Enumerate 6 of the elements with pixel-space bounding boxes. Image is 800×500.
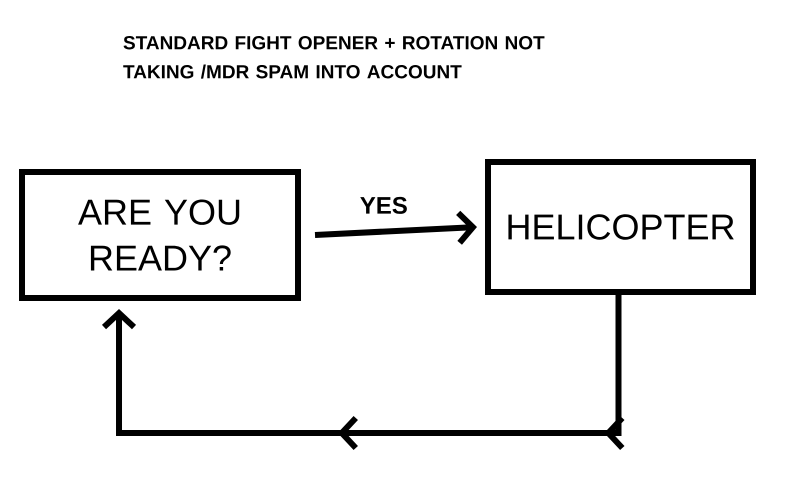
title: STANDARD FIGHT OPENER + ROTATION NOT TAKING /MDR SPAM INTO ACCOUNT (123, 36, 544, 79)
process-box: HELICOPTER (485, 159, 756, 295)
edge-label: YES (360, 196, 407, 214)
arrow (314, 210, 477, 245)
arrow (102, 295, 624, 450)
process-box: ARE YOU READY? (19, 169, 301, 301)
